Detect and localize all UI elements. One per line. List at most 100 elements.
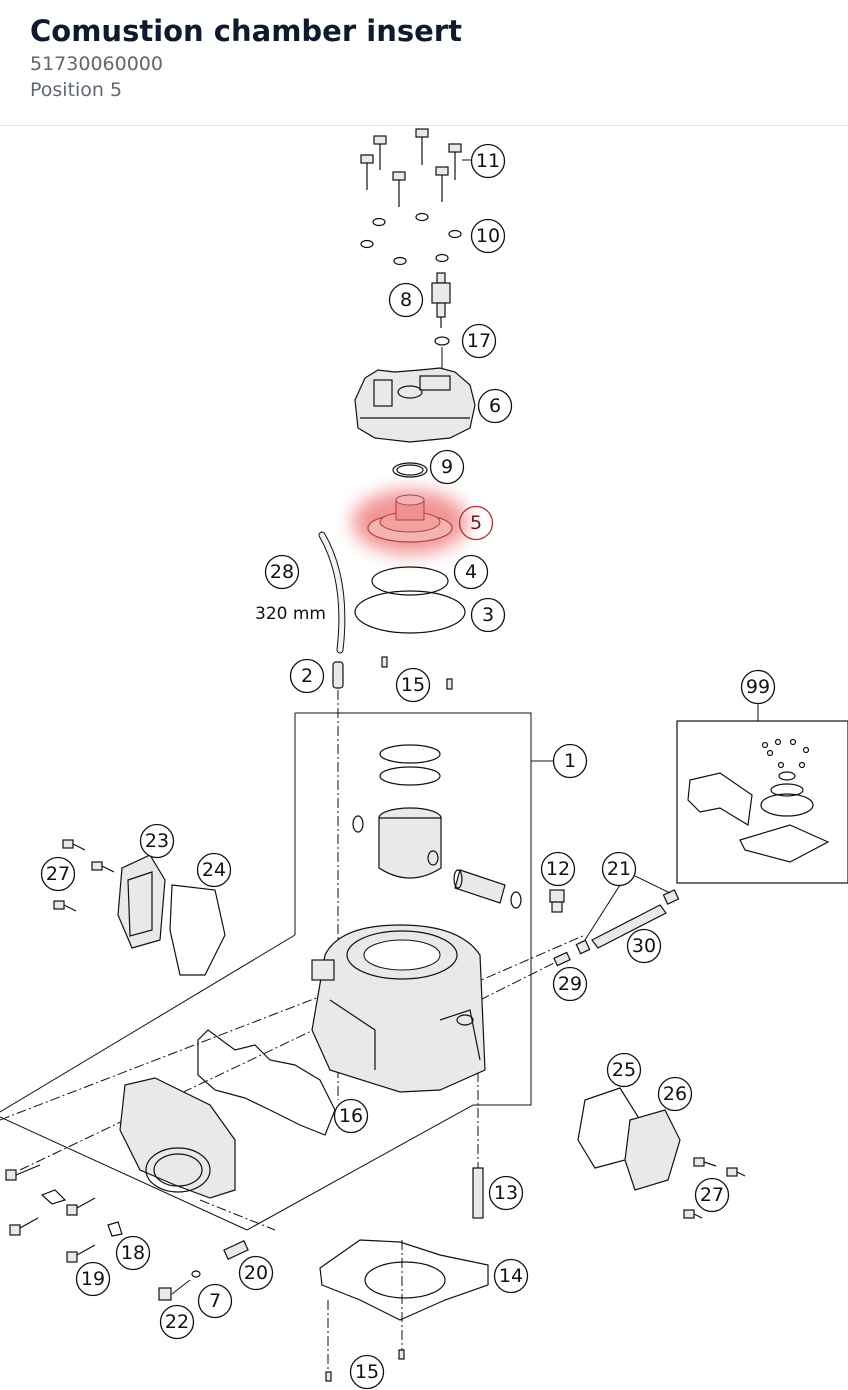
callout-19[interactable]: 19 (75, 1261, 111, 1297)
callout-9[interactable]: 9 (429, 449, 465, 485)
callout-1[interactable]: 1 (552, 743, 588, 779)
callout-29[interactable]: 29 (552, 966, 588, 1002)
group-frame (0, 934, 296, 1113)
callout-15[interactable]: 15 (349, 1354, 385, 1390)
base-gasket-part-14[interactable] (319, 1239, 489, 1321)
dowel-part-15[interactable] (325, 1371, 332, 1382)
callout-99[interactable]: 99 (740, 669, 776, 705)
piston-clip[interactable] (510, 891, 522, 909)
callout-28[interactable]: 28 (264, 554, 300, 590)
gasket-kit-part-99[interactable] (676, 704, 848, 884)
shaft-part-30[interactable] (591, 904, 667, 949)
o-ring-part-9[interactable] (392, 462, 428, 478)
pin-part-21[interactable] (575, 939, 591, 955)
piston-pin[interactable] (453, 869, 506, 904)
clip[interactable] (40, 1189, 67, 1205)
screws-part-27[interactable] (683, 1157, 746, 1219)
svg-text:3: 3 (482, 604, 494, 626)
callout-8[interactable]: 8 (388, 282, 424, 318)
screw[interactable] (5, 1164, 41, 1181)
callout-18[interactable]: 18 (115, 1235, 151, 1271)
nipple-part-2[interactable] (332, 661, 344, 689)
callout-23[interactable]: 23 (139, 823, 175, 859)
svg-text:24: 24 (202, 859, 226, 881)
dowel-part-15[interactable] (398, 1349, 405, 1360)
cylinder[interactable] (311, 924, 486, 1093)
intake-housing[interactable] (119, 1077, 236, 1199)
gasket-part-3[interactable] (354, 590, 466, 634)
callout-26[interactable]: 26 (657, 1076, 693, 1112)
svg-text:9: 9 (441, 456, 453, 478)
callout-14[interactable]: 14 (493, 1258, 529, 1294)
callout-3[interactable]: 3 (470, 597, 506, 633)
pin-part-21[interactable] (662, 889, 680, 905)
svg-text:15: 15 (355, 1361, 379, 1383)
callout-21[interactable]: 21 (601, 851, 637, 887)
callout-12[interactable]: 12 (540, 851, 576, 887)
axis-line (0, 984, 351, 1121)
group-frame (295, 712, 532, 1106)
washer-part-7[interactable] (191, 1270, 201, 1278)
sleeve-part-20[interactable] (223, 1240, 249, 1260)
sensor-part-8[interactable] (431, 272, 451, 328)
part-header: Comustion chamber insert 51730060000 Pos… (0, 0, 848, 126)
cover-part-23[interactable] (117, 854, 166, 949)
callout-22[interactable]: 22 (159, 1304, 195, 1340)
callout-16[interactable]: 16 (333, 1098, 369, 1134)
screw[interactable] (9, 1217, 39, 1236)
callout-24[interactable]: 24 (196, 852, 232, 888)
svg-text:6: 6 (489, 395, 501, 417)
plug-part-12[interactable] (549, 889, 565, 913)
axis-line (479, 959, 561, 1001)
callout-27[interactable]: 27 (40, 856, 76, 892)
callout-20[interactable]: 20 (238, 1255, 274, 1291)
svg-text:14: 14 (499, 1265, 523, 1287)
svg-text:20: 20 (244, 1262, 268, 1284)
callout-30[interactable]: 30 (626, 928, 662, 964)
bolts-part-11[interactable] (360, 128, 462, 207)
leader-line (171, 1279, 191, 1295)
svg-text:28: 28 (270, 561, 294, 583)
gasket-part-4[interactable] (371, 566, 449, 596)
callout-10[interactable]: 10 (470, 218, 506, 254)
callout-15[interactable]: 15 (395, 667, 431, 703)
washers-part-10[interactable] (360, 212, 462, 266)
piston[interactable] (378, 807, 442, 879)
axis-line (199, 1199, 276, 1231)
stud-part-13[interactable] (472, 1167, 484, 1219)
dowel-part-15[interactable] (446, 678, 453, 690)
callout-4[interactable]: 4 (453, 554, 489, 590)
piston-rings[interactable] (379, 744, 441, 786)
seal-ring-part-17[interactable] (434, 336, 450, 346)
callout-25[interactable]: 25 (606, 1052, 642, 1088)
group-frame (246, 1104, 474, 1231)
callout-11[interactable]: 11 (470, 143, 506, 179)
screw[interactable] (66, 1197, 96, 1216)
gasket-part-24[interactable] (169, 884, 226, 976)
piston-clip[interactable] (352, 815, 364, 833)
cover-part-26[interactable] (624, 1109, 681, 1191)
svg-text:29: 29 (558, 973, 582, 995)
fitting-part-29[interactable] (553, 951, 571, 967)
screws-part-27[interactable] (53, 839, 115, 912)
callout-6[interactable]: 6 (477, 388, 513, 424)
callout-5-selected[interactable]: 5 (458, 505, 494, 541)
callout-17[interactable]: 17 (461, 323, 497, 359)
clip-part-18[interactable] (107, 1221, 123, 1237)
callout-13[interactable]: 13 (488, 1175, 524, 1211)
part-number: 51730060000 (30, 53, 163, 75)
cylinder-head-part-6[interactable] (354, 367, 476, 443)
svg-text:18: 18 (121, 1242, 145, 1264)
svg-text:13: 13 (494, 1182, 518, 1204)
screw-part-19[interactable] (66, 1244, 96, 1263)
leader-line (584, 884, 621, 941)
svg-text:12: 12 (546, 858, 570, 880)
svg-text:25: 25 (612, 1059, 636, 1081)
callout-27[interactable]: 27 (694, 1177, 730, 1213)
callout-2[interactable]: 2 (289, 658, 325, 694)
nut-part-22[interactable] (158, 1287, 172, 1301)
svg-text:11: 11 (476, 150, 500, 172)
callout-7[interactable]: 7 (197, 1283, 233, 1319)
combustion-chamber-insert-part-5[interactable] (352, 490, 468, 554)
dowel-part-15[interactable] (381, 656, 388, 668)
